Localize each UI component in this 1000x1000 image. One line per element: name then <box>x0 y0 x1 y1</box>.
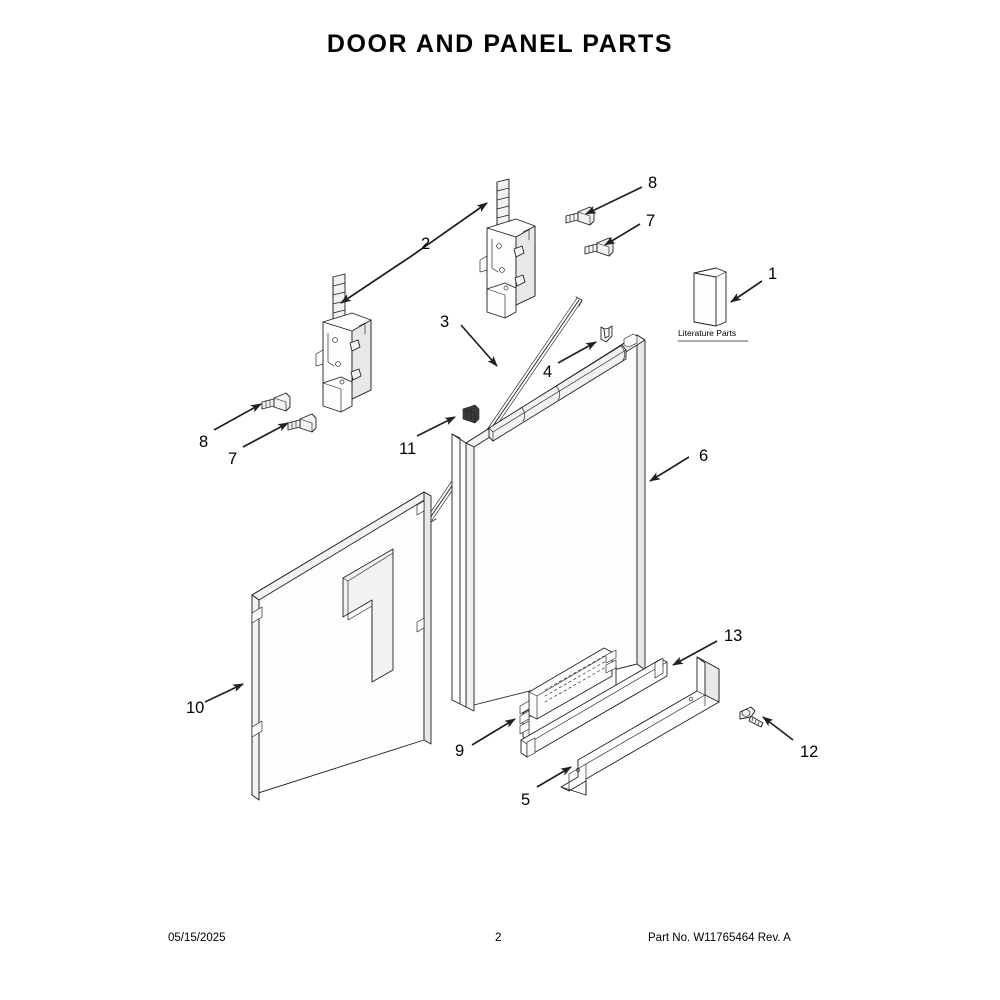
callout-number-lower-trim-strip: 13 <box>724 627 743 645</box>
callout-number-toe-panel-insulation: 9 <box>455 742 465 760</box>
part-hinge-assembly-left <box>315 273 372 413</box>
part-outer-door-panel <box>451 333 646 712</box>
callout-number-outer-door-panel: 6 <box>699 447 709 465</box>
callout-number-hinge-screw-lower-left: 7 <box>228 450 238 468</box>
callout-number-door-link-rod: 3 <box>440 313 450 331</box>
part-hinge-screw-lower-left <box>287 413 317 433</box>
callout-number-literature-parts-booklet: 1 <box>768 265 778 283</box>
part-lower-trim-strip <box>520 657 668 758</box>
callout-number-panel-screw: 12 <box>800 743 819 761</box>
page-title: DOOR AND PANEL PARTS <box>326 30 674 58</box>
part-hinge-screw-upper-right <box>565 206 595 226</box>
part-inner-door-panel <box>251 491 432 801</box>
footer-part-number: Part No. W11765464 Rev. A <box>648 932 791 944</box>
callout-number-inner-door-panel: 10 <box>186 699 205 717</box>
callout-number-door-top-clip: 4 <box>543 363 553 381</box>
footer-date: 05/15/2025 <box>168 932 226 944</box>
part-hinge-assembly-right <box>479 178 536 319</box>
leader-lines <box>204 186 794 788</box>
callout-number-access-panel: 5 <box>521 791 531 809</box>
part-access-panel <box>560 656 720 796</box>
part-panel-screw <box>739 706 764 728</box>
literature-parts-label: Literature Parts <box>678 328 737 338</box>
callout-number-left-hinge-assembly: 2 <box>421 235 431 253</box>
part-literature-parts <box>677 267 749 342</box>
footer-page-number: 2 <box>495 932 502 944</box>
callout-number-hinge-screw-lower-right: 7 <box>646 212 656 230</box>
part-toe-panel-insulation <box>519 647 617 742</box>
part-hinge-screw-lower-right <box>584 237 614 257</box>
callout-number-hinge-screw-upper-left: 8 <box>199 433 209 451</box>
callout-number-hinge-screw-upper-right: 8 <box>648 174 658 192</box>
callout-number-door-clip: 11 <box>399 440 417 458</box>
part-door-top-clip <box>600 325 613 343</box>
part-hinge-screw-upper-left <box>261 392 291 412</box>
part-door-clip <box>462 404 480 424</box>
